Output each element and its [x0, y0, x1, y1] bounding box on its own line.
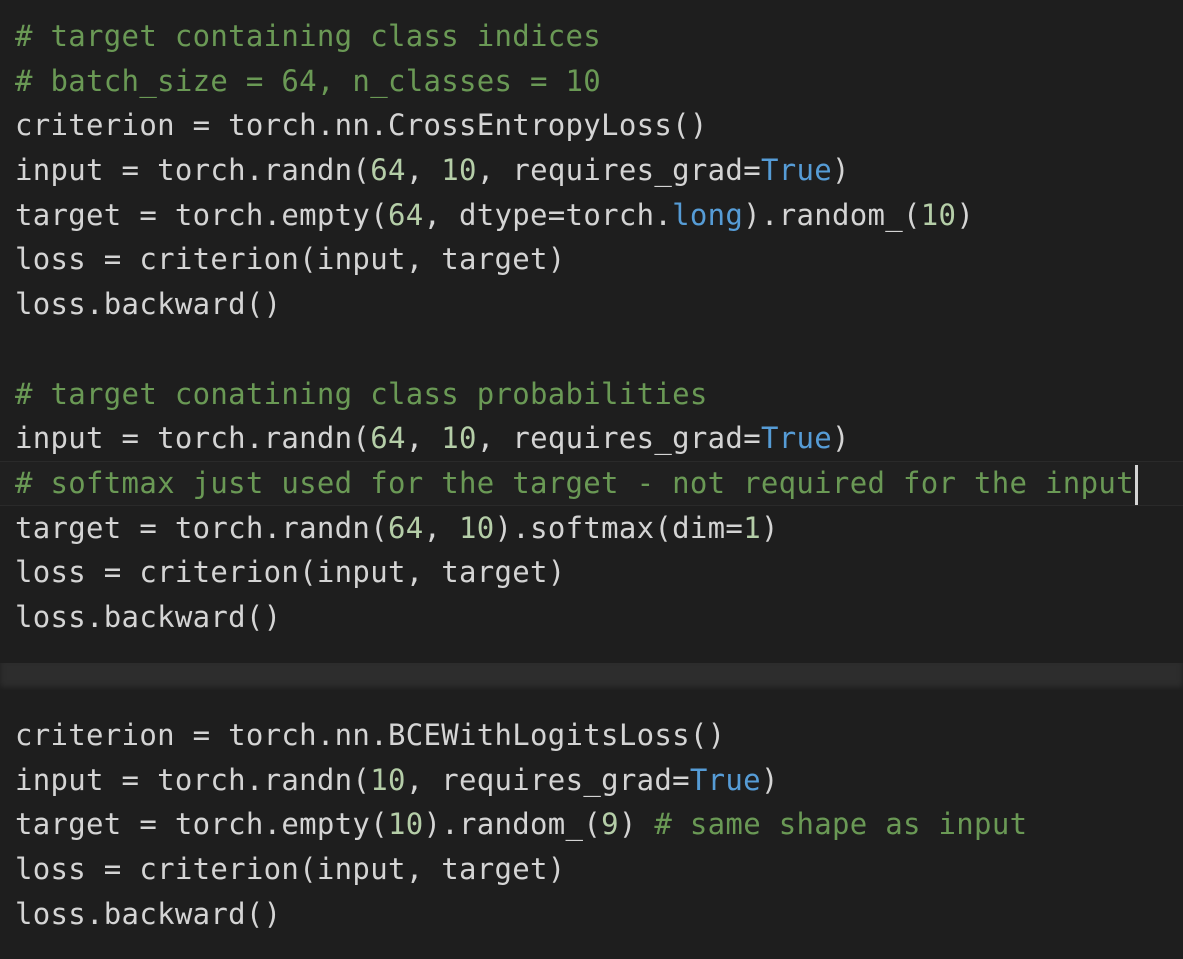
code-token-text: target = torch.empty( — [15, 197, 388, 232]
code-token-text: ) — [832, 421, 850, 456]
code-line[interactable]: target = torch.empty(64, dtype=torch.lon… — [0, 193, 1183, 238]
code-line[interactable]: input = torch.randn(64, 10, requires_gra… — [0, 148, 1183, 193]
code-token-text: , — [423, 510, 460, 545]
code-token-number: 10 — [920, 197, 957, 232]
blank-line[interactable] — [0, 327, 1183, 372]
code-line[interactable]: loss.backward() — [0, 282, 1183, 327]
code-line[interactable]: # target conatining class probabilities — [0, 372, 1183, 417]
code-token-text: , dtype=torch. — [423, 197, 673, 232]
code-token-text: ).softmax(dim= — [494, 510, 744, 545]
code-token-text: , — [405, 421, 442, 456]
code-line[interactable]: # batch_size = 64, n_classes = 10 — [0, 59, 1183, 104]
code-token-text: ) — [956, 197, 975, 232]
code-token-text: loss = criterion(input, target) — [15, 852, 566, 887]
code-token-number: 64 — [387, 510, 424, 545]
code-line[interactable]: target = torch.empty(10).random_(9) # sa… — [0, 802, 1183, 847]
code-token-text: input = torch.randn( — [15, 762, 371, 797]
code-line[interactable]: loss = criterion(input, target) — [0, 550, 1183, 595]
code-token-text: target = torch.randn( — [15, 510, 388, 545]
code-token-text: , requires_grad= — [476, 153, 761, 188]
code-line[interactable]: loss = criterion(input, target) — [0, 847, 1183, 892]
code-token-text: , — [405, 153, 442, 188]
code-token-text: input = torch.randn( — [15, 153, 371, 188]
code-token-text: criterion = torch.nn.BCEWithLogitsLoss() — [15, 718, 726, 752]
code-token-number: 9 — [601, 807, 619, 842]
code-token-comment: # target conatining class probabilities — [15, 376, 708, 411]
code-token-keyword: long — [672, 197, 744, 232]
code-token-keyword: True — [760, 421, 832, 456]
code-token-text: criterion = torch.nn.CrossEntropyLoss() — [15, 108, 708, 143]
code-token-text: input = torch.randn( — [15, 421, 371, 456]
code-token-comment: # softmax just used for the target - not… — [15, 465, 1134, 500]
code-token-text: ) — [832, 153, 850, 188]
code-line[interactable]: input = torch.randn(10, requires_grad=Tr… — [0, 758, 1183, 803]
code-token-number: 10 — [387, 807, 424, 842]
code-token-number: 1 — [743, 510, 761, 545]
code-token-text: loss.backward() — [15, 896, 282, 931]
code-cell-1[interactable]: # target containing class indices # batch… — [0, 14, 1183, 640]
code-token-comment: # batch_size = 64, n_classes = 10 — [15, 63, 602, 98]
code-line[interactable]: criterion = torch.nn.CrossEntropyLoss() — [0, 103, 1183, 148]
code-token-text: loss = criterion(input, target) — [15, 242, 566, 277]
code-token-number: 64 — [370, 153, 406, 188]
text-cursor — [1134, 464, 1138, 505]
code-line[interactable]: loss.backward() — [0, 892, 1183, 937]
code-line[interactable]: # softmax just used for the target - not… — [0, 460, 1183, 506]
code-token-text: loss.backward() — [15, 599, 282, 634]
code-line[interactable]: criterion = torch.nn.BCEWithLogitsLoss() — [0, 713, 1183, 758]
code-line[interactable]: loss.backward() — [0, 595, 1183, 640]
code-token-text: , requires_grad= — [405, 762, 690, 797]
code-token-number: 10 — [370, 762, 406, 797]
code-token-comment: # same shape as input — [654, 807, 1028, 842]
code-line[interactable]: # target containing class indices — [0, 14, 1183, 59]
code-token-text: ) — [760, 510, 779, 545]
code-token-text: , requires_grad= — [476, 421, 761, 456]
code-token-comment: # target containing class indices — [15, 19, 602, 53]
code-token-keyword: True — [689, 762, 761, 797]
code-line[interactable]: input = torch.randn(64, 10, requires_gra… — [0, 416, 1183, 461]
code-line[interactable]: loss = criterion(input, target) — [0, 237, 1183, 282]
code-token-number: 10 — [441, 421, 477, 456]
cell-separator — [0, 663, 1183, 691]
code-token-number: 10 — [441, 153, 477, 188]
code-token-text: loss.backward() — [15, 287, 282, 322]
code-line[interactable]: target = torch.randn(64, 10).softmax(dim… — [0, 506, 1183, 551]
code-token-text: loss = criterion(input, target) — [15, 555, 566, 590]
code-cell-2[interactable]: criterion = torch.nn.BCEWithLogitsLoss()… — [0, 713, 1183, 936]
code-token-text: ).random_( — [743, 197, 921, 232]
code-token-number: 64 — [370, 421, 406, 456]
code-token-text: ) — [760, 762, 779, 797]
code-token-number: 64 — [387, 197, 424, 232]
code-token-number: 10 — [459, 510, 495, 545]
code-token-text: ) — [618, 807, 655, 842]
code-token-text: target = torch.empty( — [15, 807, 388, 842]
code-token-keyword: True — [760, 153, 832, 188]
code-token-text: ).random_( — [423, 807, 602, 842]
